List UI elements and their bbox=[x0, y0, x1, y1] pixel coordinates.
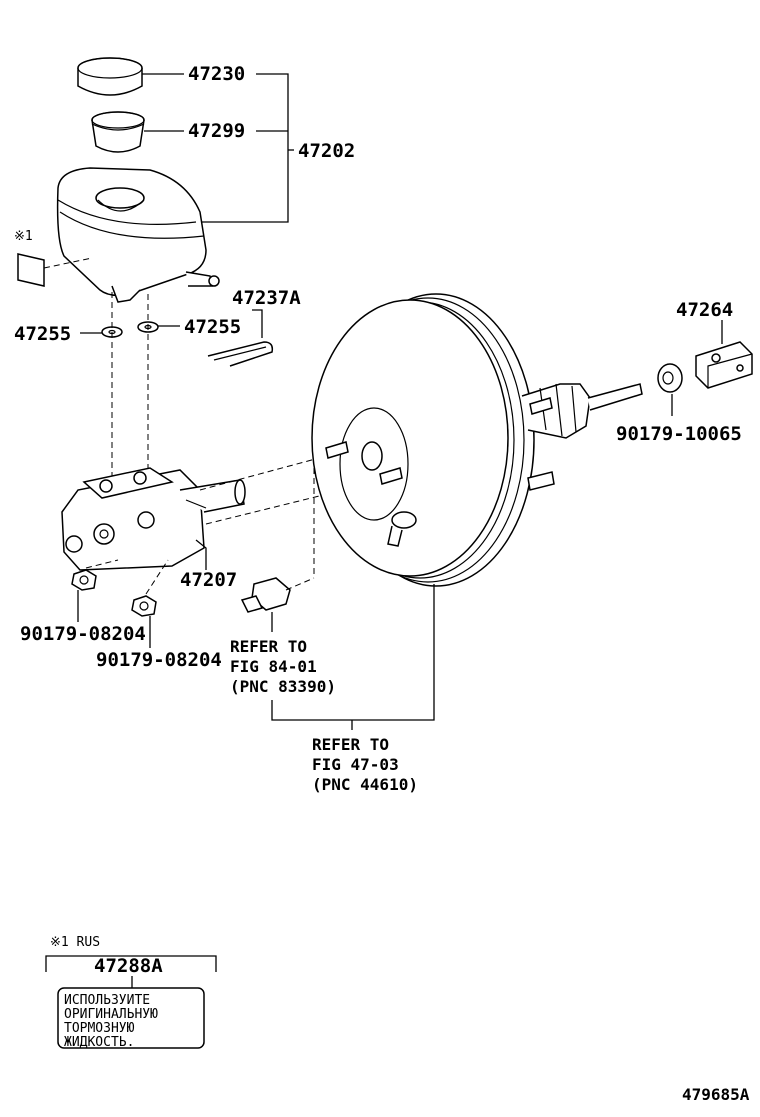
ref-44610-line3: (PNC 44610) bbox=[312, 775, 418, 794]
part-number-90179-08204-b: 90179-08204 bbox=[96, 649, 222, 671]
brake-switch bbox=[240, 577, 315, 613]
ref-44610-line1: REFER TO bbox=[312, 735, 389, 754]
figure-id: 479685A bbox=[682, 1085, 750, 1104]
bolt-left bbox=[71, 569, 97, 591]
svg-text:※1: ※1 bbox=[14, 229, 33, 244]
part-number-47202: 47202 bbox=[298, 140, 355, 162]
ref-44610-line2: FIG 47-03 bbox=[312, 755, 399, 774]
part-number-47255-left: 47255 bbox=[14, 323, 71, 345]
rus-note: ※1 RUS bbox=[50, 935, 100, 950]
clevis-nut bbox=[657, 363, 683, 393]
label-line-1: ИСПОЛЬЗУИТЕ bbox=[64, 993, 150, 1008]
reservoir-strainer bbox=[91, 111, 145, 153]
label-line-2: ОРИГИНАЛЬНУЮ bbox=[64, 1007, 158, 1022]
label-line-4: ЖИДКОСТЬ. bbox=[64, 1035, 134, 1050]
reservoir-cap bbox=[77, 57, 143, 96]
ref-83390-line2: FIG 84-01 bbox=[230, 657, 317, 676]
push-rod-clevis bbox=[695, 341, 753, 389]
part-number-47237a: 47237A bbox=[232, 287, 301, 309]
master-cylinder bbox=[61, 467, 246, 571]
caution-label: ИСПОЛЬЗУИТЕ ОРИГИНАЛЬНУЮ ТОРМОЗНУЮ ЖИДКО… bbox=[57, 987, 205, 1050]
part-number-47230: 47230 bbox=[188, 63, 245, 85]
part-number-47207: 47207 bbox=[180, 569, 237, 591]
part-number-47264: 47264 bbox=[676, 299, 733, 321]
bolt-right bbox=[131, 595, 157, 617]
label-line-3: ТОРМОЗНУЮ bbox=[64, 1021, 135, 1036]
ref-83390-line1: REFER TO bbox=[230, 637, 307, 656]
reservoir-tank bbox=[56, 167, 220, 303]
part-number-47255-right: 47255 bbox=[184, 316, 241, 338]
reservoir-pin bbox=[207, 341, 274, 367]
part-number-47288a: 47288A bbox=[94, 955, 163, 977]
ref-83390-line3: (PNC 83390) bbox=[230, 677, 336, 696]
part-number-90179-10065: 90179-10065 bbox=[616, 423, 742, 445]
part-number-90179-08204-a: 90179-08204 bbox=[20, 623, 146, 645]
caution-label-placeholder: ※1 bbox=[14, 229, 93, 287]
part-number-47299: 47299 bbox=[188, 120, 245, 142]
brake-booster bbox=[311, 293, 643, 587]
